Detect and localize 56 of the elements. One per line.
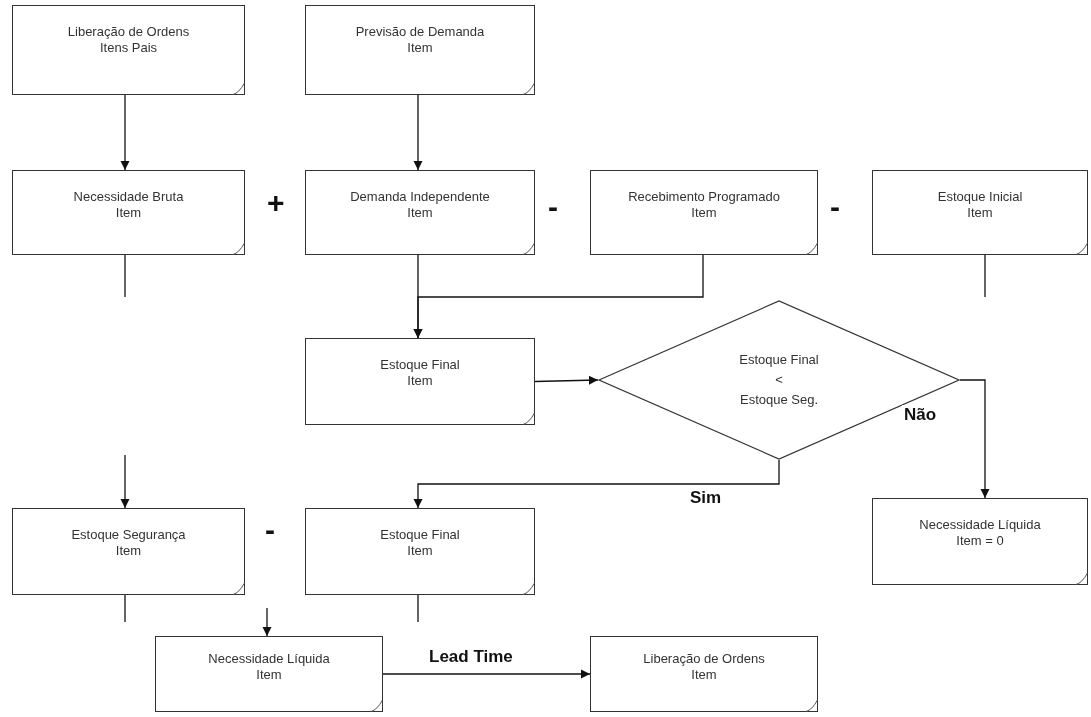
node-text: Item bbox=[115, 205, 142, 221]
node-text: Item bbox=[407, 543, 433, 559]
node-text: Item bbox=[691, 667, 717, 683]
node-text: Item bbox=[115, 543, 142, 559]
node-text: Item = 0 bbox=[956, 533, 1004, 549]
node-text: Previsão de Demanda bbox=[355, 24, 485, 40]
node-text: Necessidade Bruta bbox=[73, 189, 184, 205]
node-text: < bbox=[775, 372, 783, 388]
node-text: Item bbox=[407, 373, 433, 389]
node-text: Necessidade Líquida bbox=[208, 651, 330, 667]
node-text: Estoque Final bbox=[380, 357, 460, 373]
node-text: Estoque Segurança bbox=[71, 527, 186, 543]
document-box bbox=[590, 170, 818, 255]
node-text: Demanda Independente bbox=[350, 189, 490, 205]
document-box bbox=[872, 498, 1088, 585]
arrow bbox=[413, 94, 423, 171]
document-box bbox=[155, 636, 383, 712]
arrow bbox=[120, 94, 130, 171]
operator-sign: - bbox=[265, 515, 275, 545]
document-box bbox=[590, 636, 818, 712]
node-text: Item bbox=[407, 40, 433, 56]
arrow bbox=[534, 375, 599, 385]
node-text: Estoque Seg. bbox=[739, 392, 819, 408]
node-text: Itens Pais bbox=[99, 40, 158, 56]
node-text: Liberação de Ordens bbox=[643, 651, 765, 667]
node-text: Item bbox=[967, 205, 993, 221]
node-text: Estoque Final bbox=[380, 527, 460, 543]
node-text: Liberação de Ordens bbox=[67, 24, 190, 40]
document-box bbox=[12, 5, 245, 95]
node-text: Recebimento Programado bbox=[628, 189, 780, 205]
arrow bbox=[413, 459, 780, 509]
document-box bbox=[305, 338, 535, 425]
arrow bbox=[413, 254, 704, 339]
line-stub bbox=[262, 607, 272, 637]
node-text: Item bbox=[691, 205, 717, 221]
line-stub bbox=[417, 594, 419, 623]
node-text: Estoque Final bbox=[739, 352, 819, 368]
node-text: Necessidade Líquida bbox=[919, 517, 1041, 533]
node-text: Item bbox=[407, 205, 433, 221]
document-box bbox=[305, 5, 535, 95]
document-box bbox=[305, 170, 535, 255]
arrow bbox=[959, 379, 990, 499]
operator-sign: - bbox=[830, 192, 840, 222]
line-stub bbox=[124, 594, 126, 623]
operator-sign: + bbox=[267, 188, 285, 218]
line-stub bbox=[984, 254, 986, 298]
arrow bbox=[382, 669, 591, 679]
node-text: Item bbox=[256, 667, 282, 683]
node-text: Estoque Inicial bbox=[937, 189, 1023, 205]
document-box bbox=[12, 170, 245, 255]
document-box bbox=[872, 170, 1088, 255]
line-stub bbox=[120, 454, 130, 509]
document-box bbox=[12, 508, 245, 595]
document-box bbox=[305, 508, 535, 595]
line-stub bbox=[124, 254, 126, 298]
operator-sign: - bbox=[548, 192, 558, 222]
